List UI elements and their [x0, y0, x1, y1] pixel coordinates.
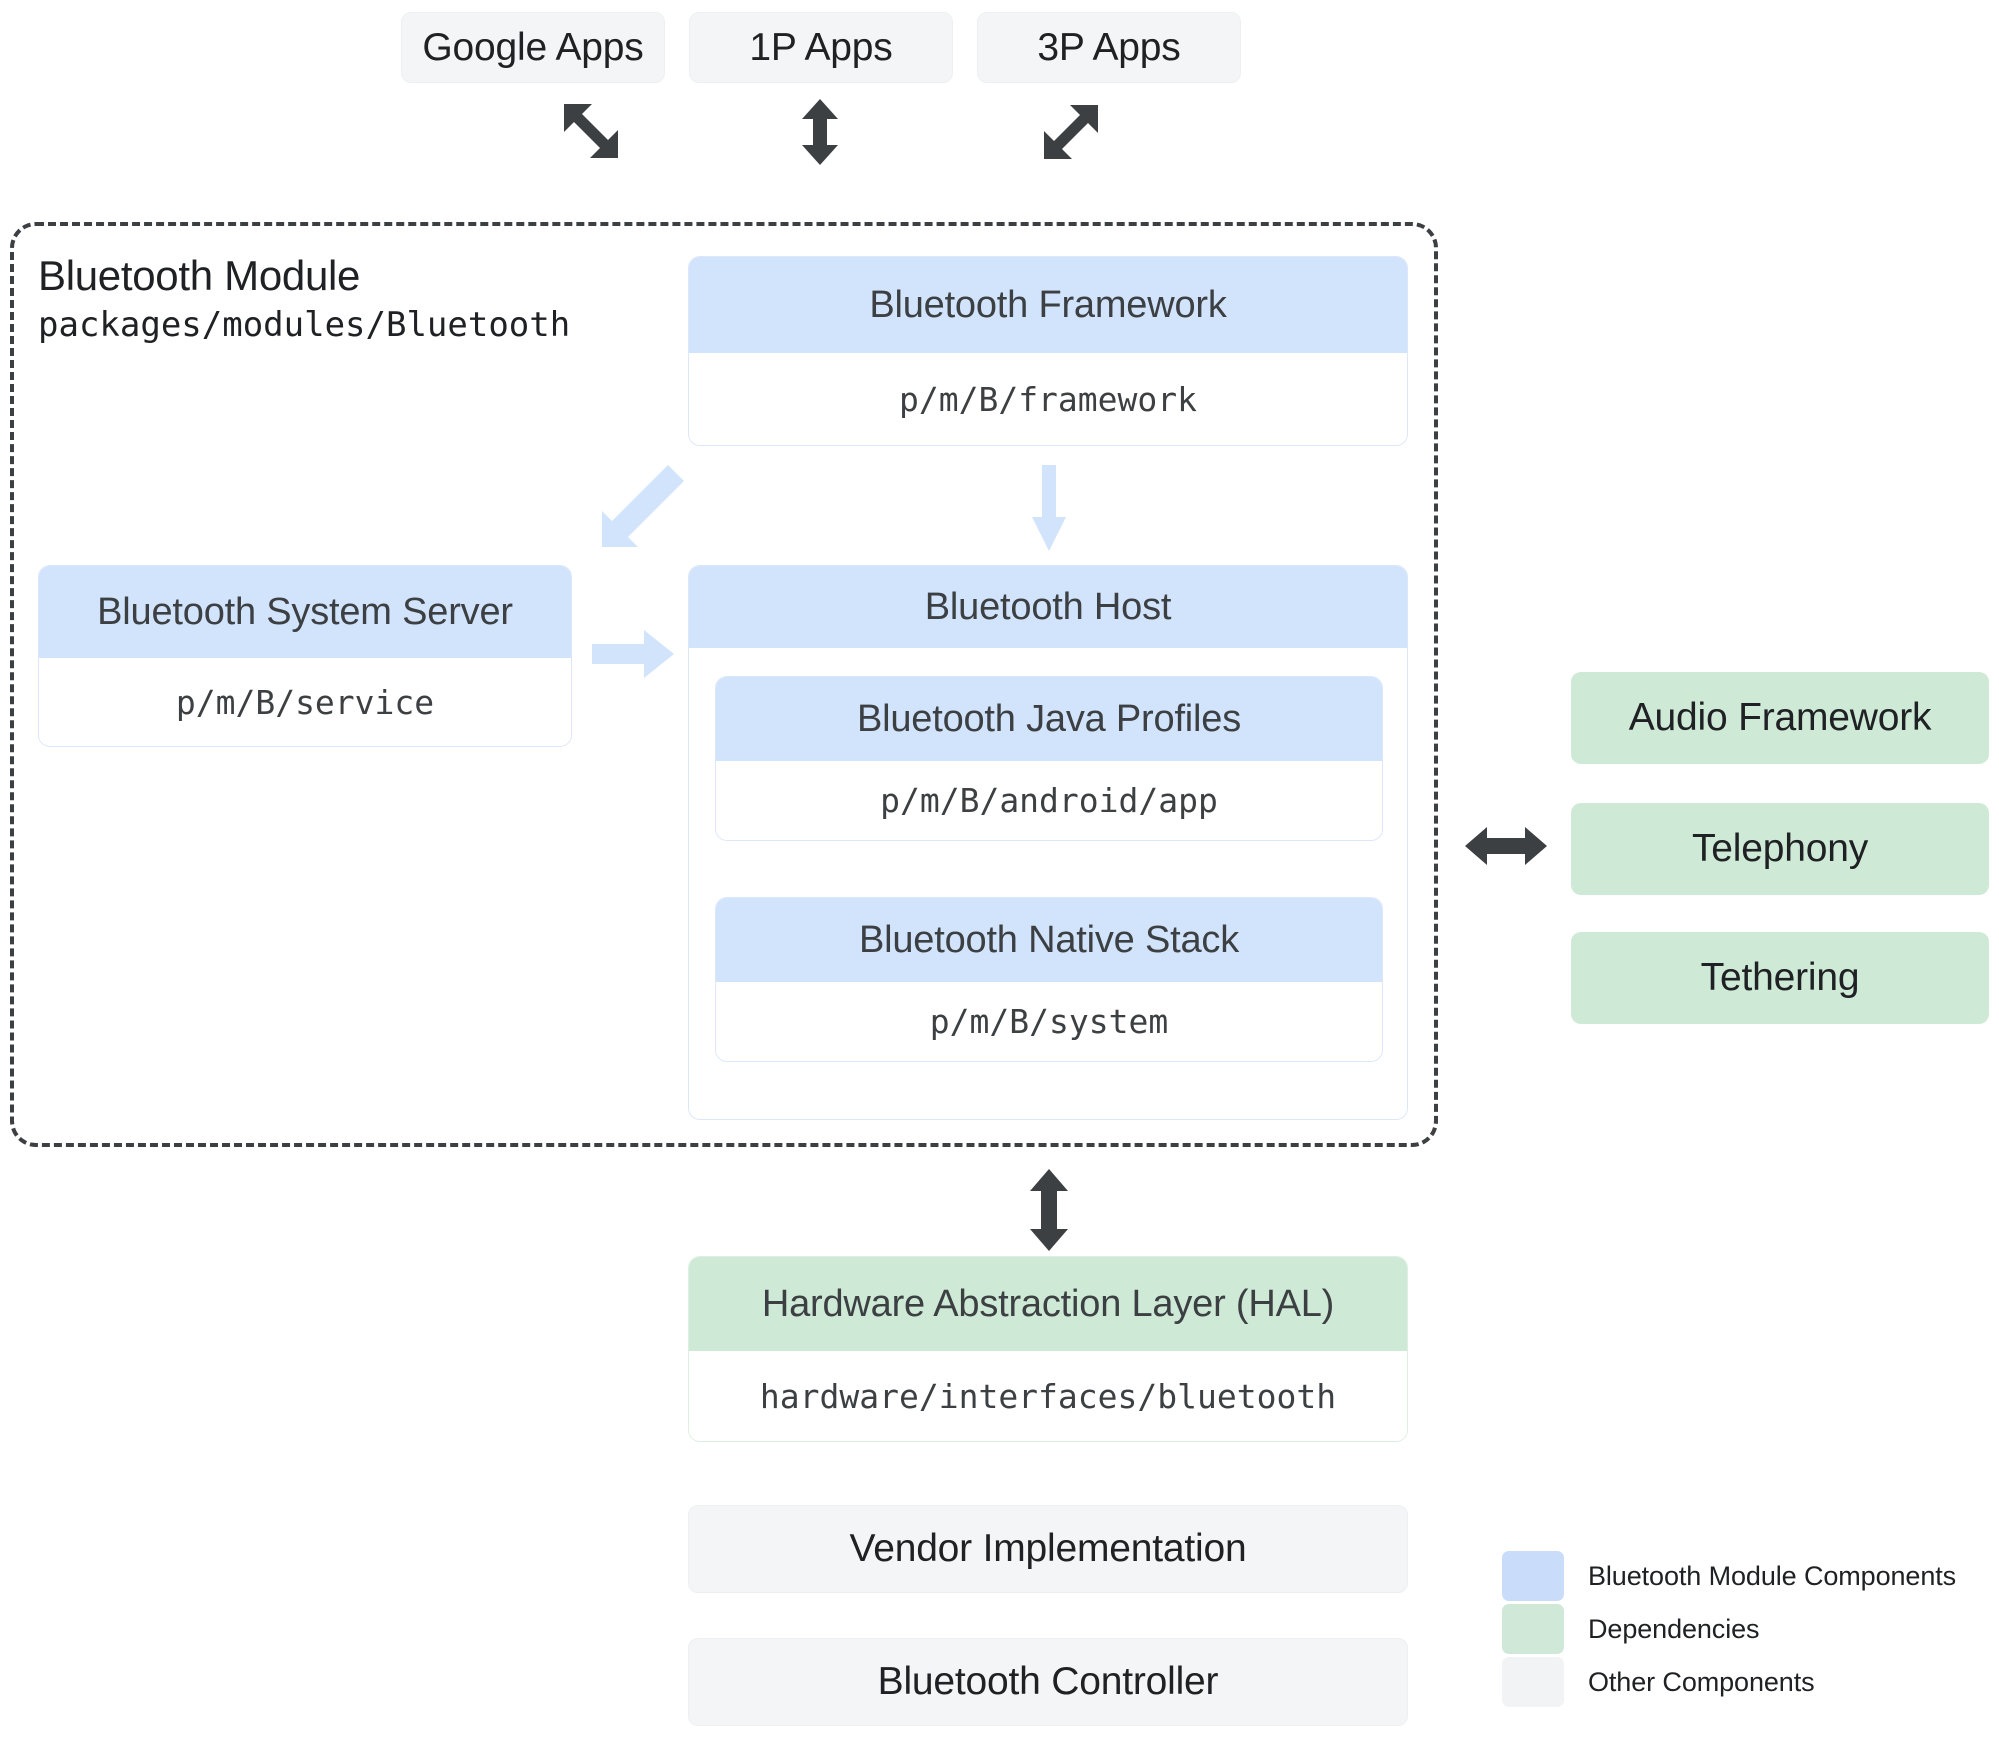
- card-bluetooth-java-profiles-path: p/m/B/android/app: [716, 761, 1382, 840]
- arrow-3p-apps-to-framework: [1044, 105, 1098, 159]
- box-bluetooth-controller[interactable]: Bluetooth Controller: [688, 1638, 1408, 1726]
- card-hardware-abstraction-layer-title: Hardware Abstraction Layer (HAL): [689, 1257, 1407, 1351]
- card-bluetooth-java-profiles-title: Bluetooth Java Profiles: [716, 677, 1382, 761]
- legend: Bluetooth Module Components Dependencies…: [1502, 1551, 1956, 1707]
- box-vendor-implementation[interactable]: Vendor Implementation: [688, 1505, 1408, 1593]
- app-box-google-apps[interactable]: Google Apps: [401, 12, 665, 83]
- dependency-box-telephony-label: Telephony: [1691, 827, 1868, 870]
- card-bluetooth-system-server-path: p/m/B/service: [39, 658, 571, 746]
- app-box-3p-apps[interactable]: 3P Apps: [977, 12, 1241, 83]
- dependency-box-telephony[interactable]: Telephony: [1571, 803, 1989, 895]
- module-title: Bluetooth Module: [38, 252, 361, 299]
- arrow-framework-to-host: [1032, 465, 1066, 551]
- arrow-module-to-hal: [1030, 1169, 1068, 1251]
- card-bluetooth-host-title: Bluetooth Host: [689, 566, 1407, 648]
- app-box-3p-apps-label: 3P Apps: [1037, 25, 1181, 69]
- card-hardware-abstraction-layer-path: hardware/interfaces/bluetooth: [689, 1351, 1407, 1441]
- legend-row-module-components: Bluetooth Module Components: [1502, 1551, 1956, 1601]
- card-bluetooth-framework[interactable]: Bluetooth Framework p/m/B/framework: [688, 256, 1408, 446]
- card-hardware-abstraction-layer[interactable]: Hardware Abstraction Layer (HAL) hardwar…: [688, 1256, 1408, 1442]
- card-bluetooth-system-server-title: Bluetooth System Server: [39, 566, 571, 658]
- legend-swatch-dependencies: [1502, 1604, 1564, 1654]
- legend-label-dependencies: Dependencies: [1588, 1613, 1760, 1644]
- card-bluetooth-framework-title: Bluetooth Framework: [689, 257, 1407, 353]
- legend-row-dependencies: Dependencies: [1502, 1604, 1956, 1654]
- card-bluetooth-java-profiles[interactable]: Bluetooth Java Profiles p/m/B/android/ap…: [715, 676, 1383, 841]
- arrow-module-to-dependencies: [1465, 827, 1547, 865]
- arrow-google-apps-to-framework: [564, 104, 618, 158]
- bluetooth-module-container: [10, 222, 1438, 1147]
- app-box-1p-apps[interactable]: 1P Apps: [689, 12, 953, 83]
- legend-label-other-components: Other Components: [1588, 1666, 1815, 1697]
- arrow-1p-apps-to-framework: [802, 99, 838, 165]
- card-bluetooth-native-stack-path: p/m/B/system: [716, 982, 1382, 1061]
- card-bluetooth-host[interactable]: Bluetooth Host Bluetooth Java Profiles p…: [688, 565, 1408, 1120]
- app-box-1p-apps-label: 1P Apps: [749, 25, 893, 69]
- dependency-box-tethering[interactable]: Tethering: [1571, 932, 1989, 1024]
- module-path: packages/modules/Bluetooth: [38, 305, 571, 345]
- dependency-box-audio-framework-label: Audio Framework: [1628, 696, 1932, 739]
- legend-swatch-module-components: [1502, 1551, 1564, 1601]
- box-bluetooth-controller-label: Bluetooth Controller: [877, 1660, 1219, 1703]
- card-bluetooth-native-stack[interactable]: Bluetooth Native Stack p/m/B/system: [715, 897, 1383, 1062]
- box-vendor-implementation-label: Vendor Implementation: [849, 1527, 1247, 1570]
- app-box-google-apps-label: Google Apps: [422, 25, 644, 69]
- dependency-box-audio-framework[interactable]: Audio Framework: [1571, 672, 1989, 764]
- card-bluetooth-framework-path: p/m/B/framework: [689, 353, 1407, 445]
- legend-swatch-other-components: [1502, 1657, 1564, 1707]
- legend-label-module-components: Bluetooth Module Components: [1588, 1560, 1957, 1591]
- arrow-framework-to-system-server: [602, 465, 684, 547]
- card-bluetooth-system-server[interactable]: Bluetooth System Server p/m/B/service: [38, 565, 572, 747]
- dependency-box-tethering-label: Tethering: [1700, 956, 1860, 999]
- arrow-system-server-to-host: [592, 630, 674, 678]
- card-bluetooth-native-stack-title: Bluetooth Native Stack: [716, 898, 1382, 982]
- legend-row-other-components: Other Components: [1502, 1657, 1956, 1707]
